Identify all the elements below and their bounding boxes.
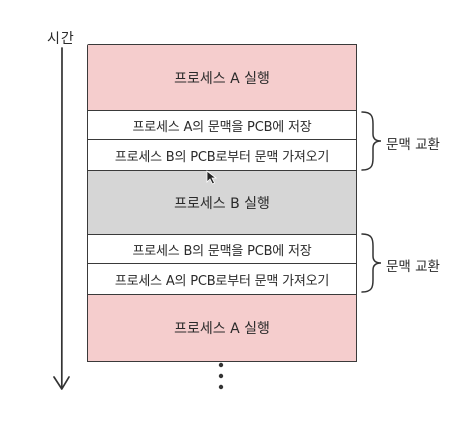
time-arrow-icon <box>53 47 70 390</box>
save-context-a-block: 프로세스 A의 문맥을 PCB에 저장 <box>88 111 356 140</box>
block-label: 프로세스 B 실행 <box>174 195 270 212</box>
process-timeline: 프로세스 A 실행 프로세스 A의 문맥을 PCB에 저장 프로세스 B의 PC… <box>87 44 357 362</box>
mouse-cursor-icon <box>206 170 218 185</box>
block-label: 프로세스 A 실행 <box>174 70 270 87</box>
context-switch-label: 문맥 교환 <box>386 137 440 153</box>
load-context-b-block: 프로세스 B의 PCB로부터 문맥 가져오기 <box>88 140 356 171</box>
process-a-run-block: 프로세스 A 실행 <box>88 45 356 111</box>
context-switch-label-2: 문맥 교환 <box>386 259 440 275</box>
block-label: 프로세스 A의 문맥을 PCB에 저장 <box>132 119 312 135</box>
brace-icon <box>361 233 382 293</box>
block-label: 프로세스 A의 PCB로부터 문맥 가져오기 <box>114 273 330 289</box>
brace-icon <box>361 111 382 171</box>
block-label: 프로세스 B의 PCB로부터 문맥 가져오기 <box>114 149 330 165</box>
block-label: 프로세스 A 실행 <box>174 321 270 337</box>
load-context-a-block: 프로세스 A의 PCB로부터 문맥 가져오기 <box>88 264 356 295</box>
process-a-run-block-2: 프로세스 A 실행 <box>88 295 356 361</box>
vertical-ellipsis-icon <box>218 362 224 390</box>
block-label: 프로세스 B의 문맥을 PCB에 저장 <box>132 243 312 259</box>
save-context-b-block: 프로세스 B의 문맥을 PCB에 저장 <box>88 235 356 264</box>
process-b-run-block: 프로세스 B 실행 <box>88 171 356 235</box>
time-label: 시간 <box>47 31 75 47</box>
